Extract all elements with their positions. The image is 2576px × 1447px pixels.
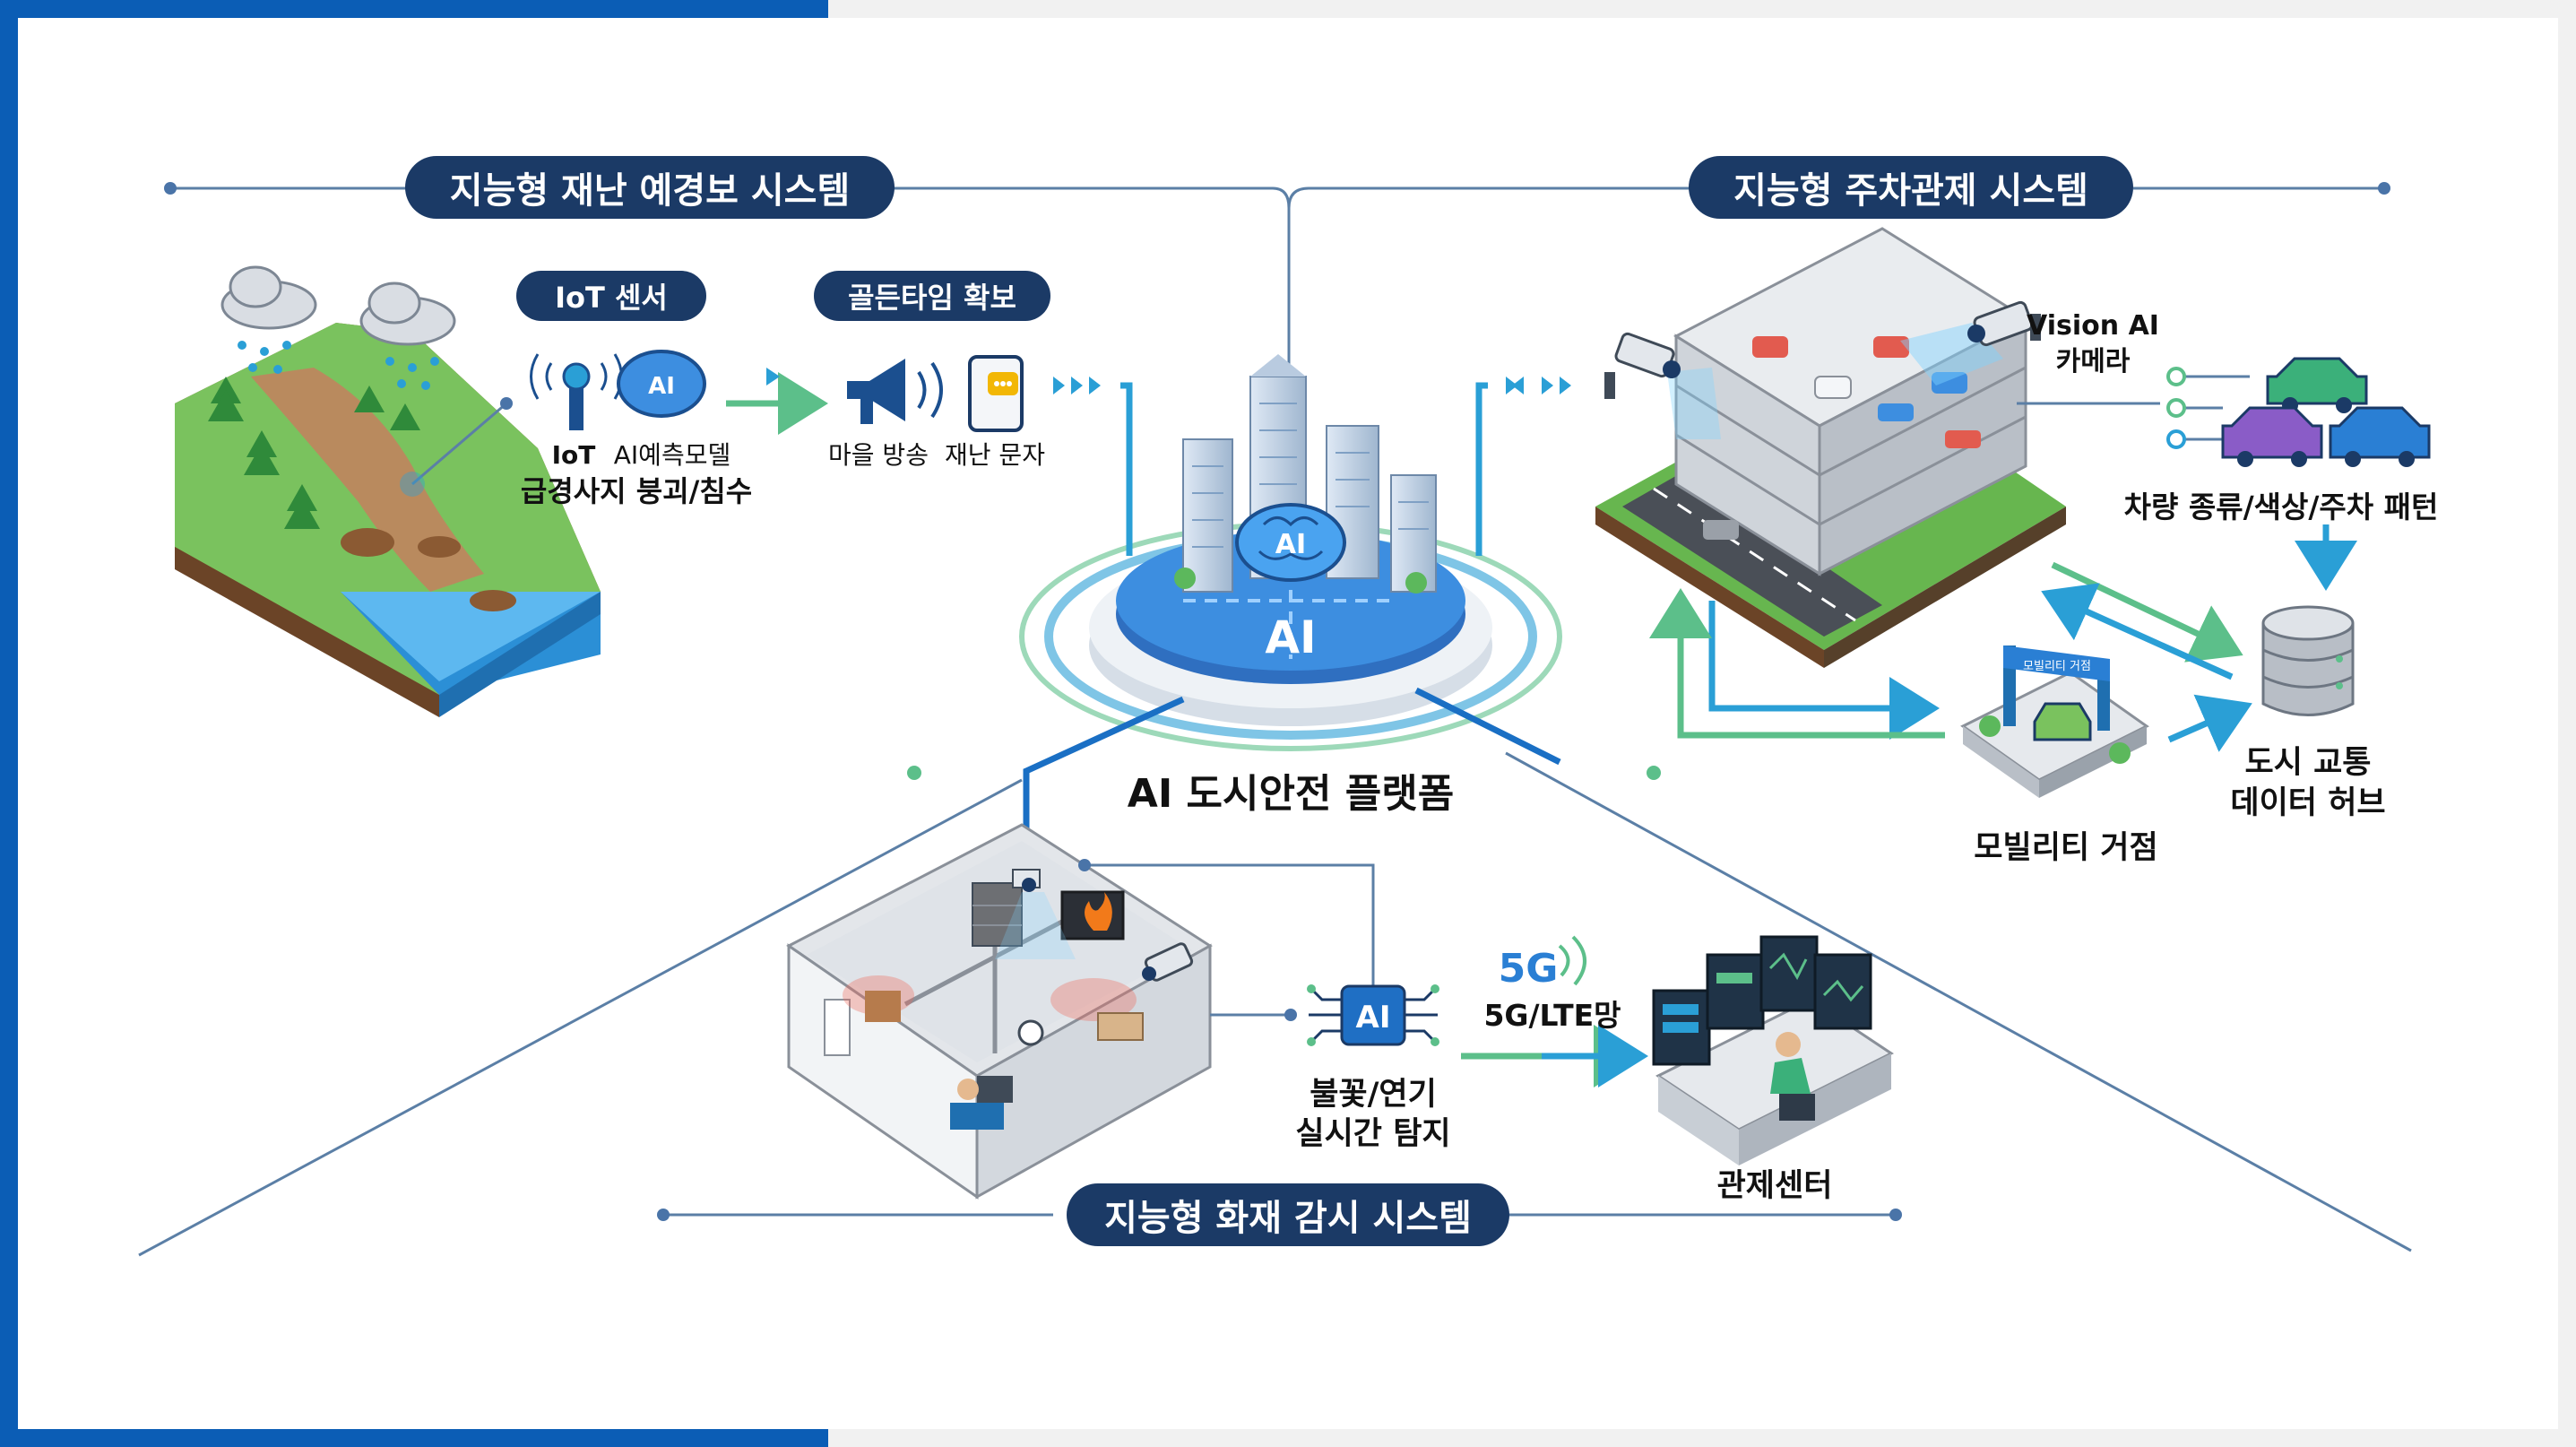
frame-bar-left bbox=[0, 0, 18, 1447]
vision-ai-label-line2: 카메라 bbox=[2055, 346, 2131, 377]
vision-ai-label-line1: Vision AI bbox=[2027, 310, 2159, 342]
network-label: 5G/LTE망 bbox=[1483, 998, 1621, 1033]
platform-title: AI 도시안전 플랫폼 bbox=[1127, 771, 1455, 817]
parking-garage-illustration bbox=[1595, 227, 2066, 668]
traffic-hub-label-line2: 데이터 허브 bbox=[2230, 785, 2386, 821]
diagram-canvas: AI AI bbox=[18, 18, 2558, 1429]
fire-title-pill: 지능형 화재 감시 시스템 bbox=[1067, 1183, 1509, 1246]
control-center-illustration bbox=[1652, 935, 1894, 1165]
iot-sensor-icon bbox=[530, 353, 623, 430]
fire-ceiling-camera-icon bbox=[995, 869, 1076, 959]
hub-exchange-arrows bbox=[1649, 561, 2252, 752]
connector-lines bbox=[138, 186, 2412, 1257]
broadcast-megaphone-icon bbox=[847, 359, 943, 424]
frame-bar-top bbox=[0, 0, 828, 18]
sensor-link-dot bbox=[500, 397, 513, 410]
diagram-illustration: AI AI bbox=[138, 182, 2431, 1257]
vehicle-classification-label: 차량 종류/색상/주차 패턴 bbox=[2123, 490, 2439, 524]
vehicle-classification-links bbox=[2017, 367, 2250, 449]
signal-waves-icon bbox=[1558, 935, 1586, 986]
platform-ai-text: AI bbox=[1265, 611, 1316, 663]
database-icon bbox=[2261, 605, 2355, 716]
disaster-sms-label: 재난 문자 bbox=[945, 440, 1045, 470]
golden-time-chevron bbox=[766, 368, 780, 386]
fire-link-dot-left bbox=[1284, 1009, 1297, 1021]
parking-title-pill: 지능형 주차관제 시스템 bbox=[1689, 156, 2133, 219]
car-icon-purple bbox=[2221, 406, 2323, 467]
mobility-station-illustration: 모빌리티 거점 bbox=[1960, 646, 2149, 798]
sensor-location-icon bbox=[400, 472, 425, 497]
broadcast-label: 마을 방송 bbox=[828, 440, 929, 470]
fire-detect-line1: 불꽃/연기 bbox=[1310, 1077, 1437, 1113]
fire-building-illustration bbox=[786, 823, 1213, 1200]
rain-cloud-icon bbox=[220, 265, 456, 390]
landslide-terrain bbox=[175, 323, 601, 717]
fire-wall-camera-icon bbox=[1142, 942, 1194, 982]
ai-chip-text: AI bbox=[1356, 1000, 1391, 1035]
ai-chip-icon bbox=[1307, 984, 1439, 1046]
car-icon-blue bbox=[2329, 406, 2431, 467]
disaster-title-pill: 지능형 재난 예경보 시스템 bbox=[405, 156, 895, 219]
platform-brain-text: AI bbox=[1275, 529, 1306, 560]
fire-ai-link bbox=[1085, 863, 1375, 1017]
cctv-camera-icon-right bbox=[1967, 300, 2041, 347]
iot-label: IoT bbox=[551, 440, 596, 470]
golden-time-pill: 골든타임 확보 bbox=[814, 271, 1050, 321]
ai-model-label: AI예측모델 bbox=[613, 440, 731, 470]
iot-sensor-pill: IoT 센서 bbox=[516, 271, 706, 321]
control-center-label: 관제센터 bbox=[1716, 1168, 1833, 1204]
platform-brain-icon bbox=[1235, 503, 1346, 582]
traffic-hub-label-line1: 도시 교통 bbox=[2244, 745, 2372, 781]
mobility-hub-label: 모빌리티 거점 bbox=[1974, 830, 2158, 866]
sensor-link bbox=[411, 402, 507, 486]
direction-chevrons bbox=[1053, 377, 1571, 394]
tree-icons bbox=[208, 377, 420, 529]
svg-text:AI: AI bbox=[648, 373, 675, 400]
disaster-sms-phone-icon bbox=[968, 355, 1024, 432]
mobility-station-sign: 모빌리티 거점 bbox=[2023, 660, 2091, 673]
hazard-label: 급경사지 붕괴/침수 bbox=[520, 474, 753, 508]
car-icon-green bbox=[2266, 357, 2368, 413]
fire-link-dot-top bbox=[1078, 859, 1091, 871]
cctv-camera-icon-left bbox=[1604, 332, 1681, 399]
ai-model-brain-icon: AI bbox=[617, 350, 706, 418]
network-5g-text: 5G bbox=[1499, 946, 1559, 992]
frame-bar-bottom bbox=[0, 1429, 828, 1447]
fire-detect-line2: 실시간 탐지 bbox=[1295, 1116, 1451, 1152]
connector-dots bbox=[164, 182, 2390, 1221]
